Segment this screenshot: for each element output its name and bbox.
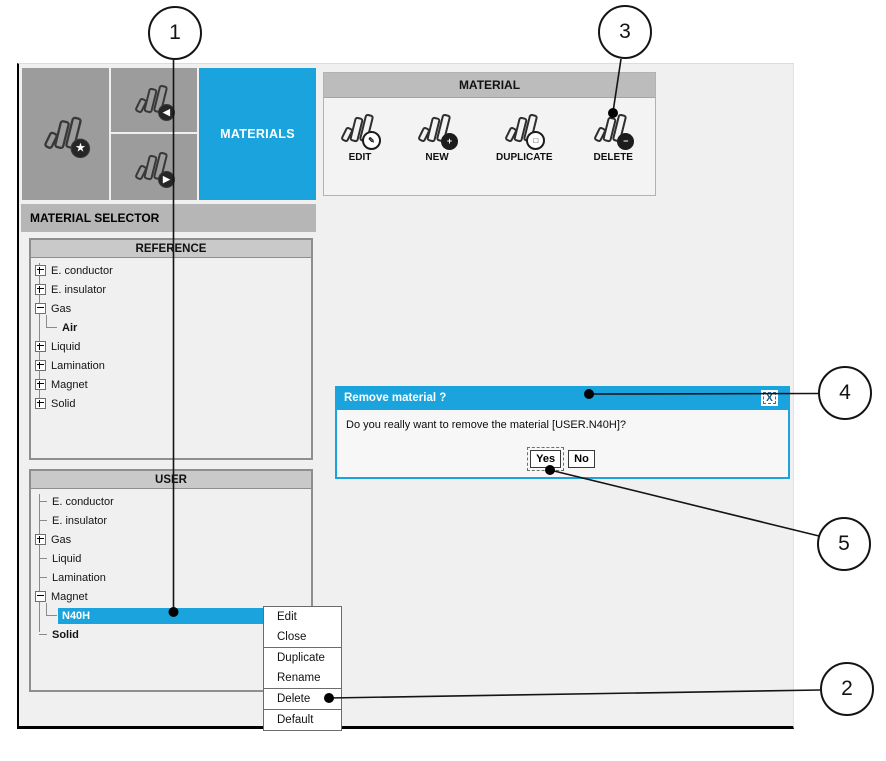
context-menu: Edit Close Duplicate Rename Delete Defau… — [263, 606, 342, 731]
dialog-body: Do you really want to remove the materia… — [335, 410, 790, 479]
delete-material-button[interactable]: − DELETE — [593, 112, 635, 163]
tree-branch-connector — [46, 603, 57, 625]
context-menu-item-default[interactable]: Default — [277, 714, 314, 726]
tree-item-liquid[interactable]: Liquid — [31, 549, 311, 568]
tree-item-lamination[interactable]: Lamination — [31, 568, 311, 587]
material-import-button[interactable]: ◀ — [111, 68, 197, 132]
dialog-title-bar[interactable]: Remove material ? X — [335, 386, 790, 410]
edit-material-button[interactable]: ✎ EDIT — [340, 112, 381, 163]
tree-item-solid[interactable]: Solid — [31, 394, 311, 413]
material-manager-button[interactable]: ★ — [22, 68, 109, 200]
tree-item-gas[interactable]: Gas — [31, 530, 311, 549]
callout-4: 4 — [818, 366, 872, 420]
tree-item-e-insulator[interactable]: E. insulator — [31, 511, 311, 530]
tree-item-e-conductor[interactable]: E. conductor — [31, 261, 311, 280]
context-menu-group: Edit Close — [263, 606, 342, 648]
expand-icon[interactable] — [35, 398, 46, 409]
context-menu-group: Delete — [263, 688, 342, 710]
expand-icon[interactable] — [35, 360, 46, 371]
material-export-icon: ▶ — [134, 150, 175, 188]
tab-materials[interactable]: MATERIALS — [199, 68, 316, 200]
expand-icon[interactable] — [35, 379, 46, 390]
tree-item-e-conductor[interactable]: E. conductor — [31, 492, 311, 511]
tree-item-e-insulator[interactable]: E. insulator — [31, 280, 311, 299]
material-toolbar: MATERIAL ✎ EDIT + NEW □ DUPLICATE — [323, 72, 656, 196]
tree-branch-connector — [46, 315, 57, 337]
context-menu-item-rename[interactable]: Rename — [277, 672, 321, 684]
user-tree-panel: USER E. conductor E. insulator Gas Liqui… — [29, 469, 313, 692]
expand-icon[interactable] — [35, 284, 46, 295]
user-tree: E. conductor E. insulator Gas Liquid Lam… — [31, 489, 311, 644]
callout-5: 5 — [817, 517, 871, 571]
tree-branch-connector — [39, 501, 47, 502]
context-menu-item-delete[interactable]: Delete — [277, 693, 311, 705]
dialog-message: Do you really want to remove the materia… — [346, 419, 627, 431]
user-tree-title: USER — [31, 471, 311, 489]
material-star-icon: ★ — [42, 114, 90, 159]
tree-item-lamination[interactable]: Lamination — [31, 356, 311, 375]
tree-item-solid[interactable]: Solid — [31, 625, 311, 644]
tree-item-liquid[interactable]: Liquid — [31, 337, 311, 356]
no-button[interactable]: No — [568, 450, 595, 468]
material-delete-icon: − — [593, 112, 635, 150]
material-import-icon: ◀ — [134, 83, 175, 121]
tree-rail — [39, 263, 40, 401]
tree-branch-connector — [39, 520, 47, 521]
context-menu-group: Duplicate Rename — [263, 647, 342, 689]
callout-1: 1 — [148, 6, 202, 60]
material-edit-icon: ✎ — [340, 112, 381, 150]
tree-item-gas[interactable]: Gas — [31, 299, 311, 318]
expand-icon[interactable] — [35, 341, 46, 352]
callout-2: 2 — [820, 662, 874, 716]
expand-icon[interactable] — [35, 265, 46, 276]
tree-item-magnet[interactable]: Magnet — [31, 587, 311, 606]
context-menu-item-duplicate[interactable]: Duplicate — [277, 652, 325, 664]
close-icon[interactable]: X — [761, 390, 778, 406]
context-menu-item-close[interactable]: Close — [277, 631, 307, 643]
tree-branch-connector — [39, 634, 47, 635]
tree-item-magnet[interactable]: Magnet — [31, 375, 311, 394]
tree-item-air[interactable]: Air — [31, 315, 311, 337]
material-duplicate-icon: □ — [504, 112, 546, 150]
tree-rail — [39, 494, 40, 632]
material-new-icon: + — [417, 112, 459, 150]
tree-branch-connector — [39, 577, 47, 578]
tree-item-n40h-selected[interactable]: N40H — [31, 603, 311, 625]
dialog-title: Remove material ? — [344, 392, 447, 404]
yes-button[interactable]: Yes — [527, 447, 565, 471]
duplicate-material-button[interactable]: □ DUPLICATE — [496, 112, 553, 163]
collapse-icon[interactable] — [35, 591, 46, 602]
context-menu-item-edit[interactable]: Edit — [277, 611, 297, 623]
material-export-button[interactable]: ▶ — [111, 134, 197, 200]
material-toolbar-title: MATERIAL — [324, 73, 655, 98]
remove-material-dialog: Remove material ? X Do you really want t… — [335, 386, 790, 479]
expand-icon[interactable] — [35, 534, 46, 545]
material-selector-header: MATERIAL SELECTOR — [21, 204, 316, 232]
callout-3: 3 — [598, 5, 652, 59]
reference-tree: E. conductor E. insulator Gas Air Liquid… — [31, 258, 311, 413]
tree-branch-connector — [39, 558, 47, 559]
new-material-button[interactable]: + NEW — [417, 112, 459, 163]
reference-tree-title: REFERENCE — [31, 240, 311, 258]
collapse-icon[interactable] — [35, 303, 46, 314]
context-menu-group: Default — [263, 709, 342, 731]
reference-tree-panel: REFERENCE E. conductor E. insulator Gas … — [29, 238, 313, 460]
